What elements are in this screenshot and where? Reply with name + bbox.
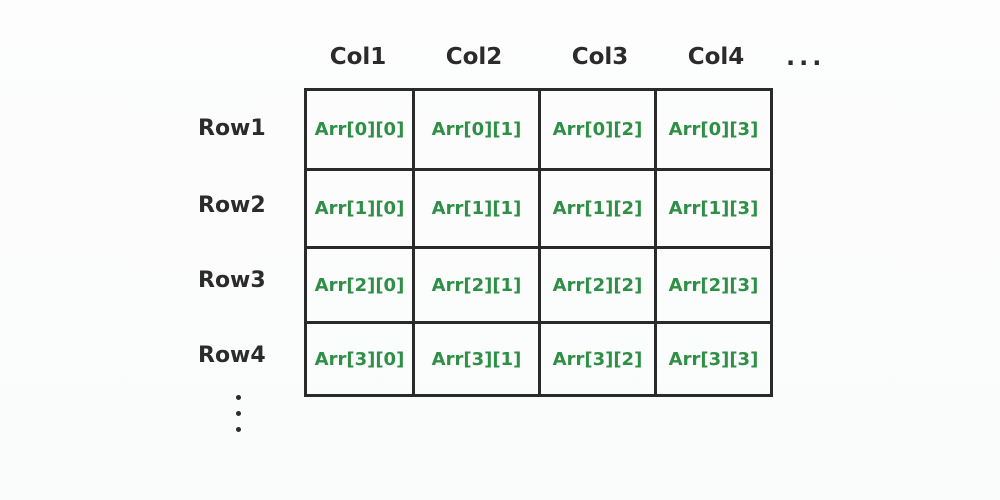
row-header-4: Row4 bbox=[198, 343, 266, 368]
column-ellipsis: ... bbox=[786, 43, 826, 71]
grid-row-3: Arr[3][0] Arr[3][1] Arr[3][2] Arr[3][3] bbox=[304, 321, 773, 397]
array-grid: Arr[0][0] Arr[0][1] Arr[0][2] Arr[0][3] … bbox=[304, 88, 773, 397]
grid-cell-3-3: Arr[3][3] bbox=[654, 321, 773, 397]
grid-cell-3-0: Arr[3][0] bbox=[304, 321, 415, 397]
grid-cell-1-1: Arr[1][1] bbox=[412, 168, 541, 249]
ellipsis-dot bbox=[236, 427, 241, 432]
grid-cell-2-1: Arr[2][1] bbox=[412, 246, 541, 324]
grid-cell-1-3: Arr[1][3] bbox=[654, 168, 773, 249]
column-header-4: Col4 bbox=[687, 44, 745, 70]
grid-cell-0-2: Arr[0][2] bbox=[538, 88, 657, 171]
row-header-3: Row3 bbox=[198, 268, 266, 293]
grid-cell-2-0: Arr[2][0] bbox=[304, 246, 415, 324]
grid-row-0: Arr[0][0] Arr[0][1] Arr[0][2] Arr[0][3] bbox=[304, 88, 773, 171]
grid-cell-3-1: Arr[3][1] bbox=[412, 321, 541, 397]
grid-cell-0-3: Arr[0][3] bbox=[654, 88, 773, 171]
row-header-1: Row1 bbox=[198, 116, 266, 141]
grid-row-1: Arr[1][0] Arr[1][1] Arr[1][2] Arr[1][3] bbox=[304, 168, 773, 249]
column-header-1: Col1 bbox=[329, 44, 387, 70]
grid-cell-1-2: Arr[1][2] bbox=[538, 168, 657, 249]
ellipsis-dot bbox=[236, 411, 241, 416]
grid-cell-2-3: Arr[2][3] bbox=[654, 246, 773, 324]
column-header-3: Col3 bbox=[571, 44, 629, 70]
grid-cell-0-1: Arr[0][1] bbox=[412, 88, 541, 171]
grid-row-2: Arr[2][0] Arr[2][1] Arr[2][2] Arr[2][3] bbox=[304, 246, 773, 324]
grid-cell-1-0: Arr[1][0] bbox=[304, 168, 415, 249]
row-ellipsis bbox=[236, 395, 246, 443]
ellipsis-dot bbox=[236, 395, 241, 400]
row-header-2: Row2 bbox=[198, 193, 266, 218]
column-header-2: Col2 bbox=[445, 44, 503, 70]
grid-cell-3-2: Arr[3][2] bbox=[538, 321, 657, 397]
grid-cell-0-0: Arr[0][0] bbox=[304, 88, 415, 171]
grid-cell-2-2: Arr[2][2] bbox=[538, 246, 657, 324]
